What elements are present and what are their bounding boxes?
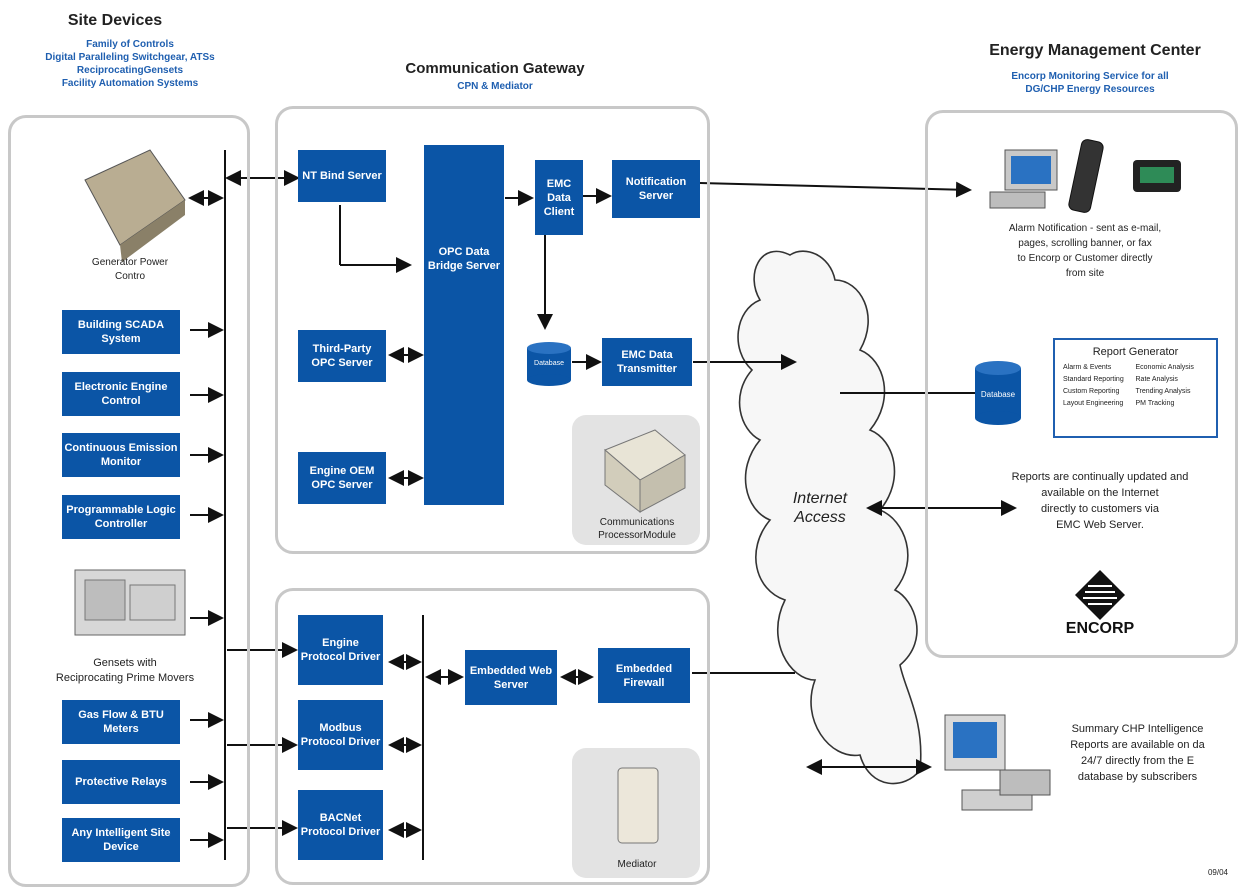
site-devices-subtitle-1: Family of Controls [86, 39, 174, 50]
phone-icon [1068, 139, 1104, 213]
gateway-database-label: Database [534, 360, 564, 367]
gateway-upper-panel [275, 106, 710, 554]
intelligent-device-box: Any Intelligent Site Device [62, 818, 180, 862]
report-item: Layout Engineering [1063, 400, 1124, 407]
gensets-label-2: Reciprocating Prime Movers [55, 672, 195, 684]
embedded-firewall-box: Embedded Firewall [598, 648, 690, 703]
site-devices-subtitle-3: ReciprocatingGensets [76, 65, 184, 76]
report-item: Economic Analysis [1135, 364, 1194, 371]
protective-relays-box: Protective Relays [62, 760, 180, 804]
alarm-line-3: to Encorp or Customer directly [1017, 253, 1153, 264]
modbus-protocol-box: Modbus Protocol Driver [298, 700, 383, 770]
bacnet-protocol-box: BACNet Protocol Driver [298, 790, 383, 860]
building-scada-box: Building SCADA System [62, 310, 180, 354]
emc-database-label: Database [980, 390, 1016, 399]
gensets-label-1: Gensets with [93, 657, 157, 669]
summary-line-2: Reports are available on da [1070, 739, 1205, 751]
subscriber-computer-icon [944, 714, 1051, 811]
summary-line-3: 24/7 directly from the E [1080, 755, 1195, 767]
gateway-database-icon [527, 342, 571, 386]
emc-subtitle-1: Encorp Monitoring Service for all [1011, 71, 1169, 82]
gas-flow-box: Gas Flow & BTU Meters [62, 700, 180, 744]
processor-module-label-1: Communications [599, 517, 675, 528]
site-devices-panel [8, 115, 250, 887]
alarm-line-1: Alarm Notification - sent as e-mail, [1008, 223, 1162, 234]
generator-label-2: Contro [114, 271, 145, 282]
mediator-icon [617, 767, 659, 844]
site-devices-title: Site Devices [67, 12, 163, 29]
report-item: PM Tracking [1135, 400, 1175, 407]
report-item: Rate Analysis [1135, 376, 1178, 383]
processor-module-label-2: ProcessorModule [598, 530, 676, 541]
plc-box: Programmable Logic Controller [62, 495, 180, 539]
pager-icon [1133, 160, 1181, 192]
third-party-opc-box: Third-Party OPC Server [298, 330, 386, 382]
summary-line-1: Summary CHP Intelligence [1071, 723, 1204, 735]
report-generator-box: Report Generator Alarm & Events Economic… [1053, 338, 1218, 438]
emission-monitor-box: Continuous Emission Monitor [62, 433, 180, 477]
emc-title: Energy Management Center [989, 42, 1201, 59]
alarm-line-4: from site [1065, 268, 1105, 279]
report-generator-title: Report Generator [1092, 346, 1179, 358]
report-item: Alarm & Events [1063, 364, 1112, 371]
emc-subtitle-2: DG/CHP Energy Resources [1025, 84, 1155, 95]
processor-module-icon [604, 429, 686, 514]
mediator-label: Mediator [617, 859, 657, 870]
reports-line-1: Reports are continually updated and [1011, 471, 1189, 483]
site-devices-subtitle-2: Digital Paralleling Switchgear, ATSs [45, 52, 215, 63]
emc-data-transmitter-box: EMC Data Transmitter [602, 338, 692, 386]
emc-database-icon [975, 361, 1021, 425]
computer-icon [989, 149, 1058, 209]
generator-label-1: Generator Power [91, 257, 169, 268]
reports-line-3: directly to customers via [1041, 503, 1159, 515]
emc-data-client-box: EMC Data Client [535, 160, 583, 235]
gateway-lower-panel [275, 588, 710, 885]
internet-label-2: Access [794, 509, 846, 526]
engine-oem-opc-box: Engine OEM OPC Server [298, 452, 386, 504]
nt-bind-server-box: NT Bind Server [298, 150, 386, 202]
notification-server-box: Notification Server [612, 160, 700, 218]
encorp-logo-icon [1075, 570, 1125, 620]
summary-line-4: database by subscribers [1077, 771, 1198, 783]
report-item: Standard Reporting [1063, 376, 1124, 383]
internet-label-1: Internet [792, 490, 848, 507]
gateway-title: Communication Gateway [405, 60, 585, 77]
embedded-web-server-box: Embedded Web Server [465, 650, 557, 705]
date-code: 09/04 [1207, 868, 1229, 877]
engine-protocol-box: Engine Protocol Driver [298, 615, 383, 685]
gateway-subtitle: CPN & Mediator [457, 81, 533, 92]
report-item: Custom Reporting [1063, 388, 1120, 395]
reports-line-4: EMC Web Server. [1056, 519, 1144, 531]
report-item: Trending Analysis [1135, 388, 1191, 395]
generator-control-icon [84, 149, 186, 262]
encorp-logo-text: ENCORP [1065, 620, 1135, 637]
reports-line-2: available on the Internet [1041, 487, 1159, 499]
site-devices-subtitle-4: Facility Automation Systems [61, 78, 199, 89]
opc-bridge-box: OPC Data Bridge Server [424, 145, 504, 505]
alarm-line-2: pages, scrolling banner, or fax [1018, 238, 1152, 249]
emc-panel [925, 110, 1238, 658]
electronic-engine-box: Electronic Engine Control [62, 372, 180, 416]
genset-icon [74, 569, 186, 636]
